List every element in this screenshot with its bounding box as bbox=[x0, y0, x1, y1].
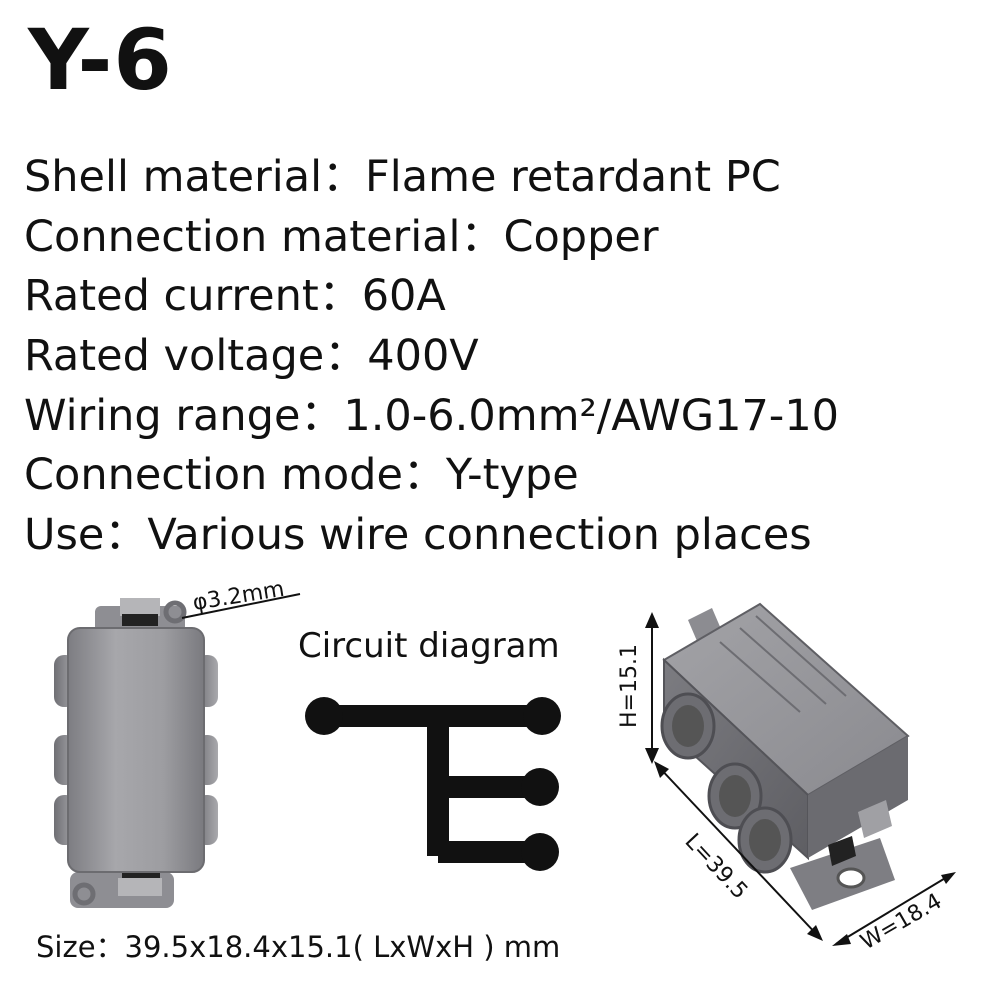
iso-embossed-text bbox=[739, 627, 827, 705]
arrow-head bbox=[654, 761, 669, 778]
hole-leader-line bbox=[181, 593, 301, 619]
spec-value: Various wire connection places bbox=[147, 510, 812, 561]
bottom-clip bbox=[118, 878, 162, 896]
connector-body bbox=[67, 627, 205, 873]
iso-mount-hole bbox=[836, 867, 866, 889]
terminal-dot bbox=[305, 697, 343, 735]
terminal-dot bbox=[521, 768, 559, 806]
mount-hole bbox=[72, 882, 96, 906]
spec-connection-mode: Connection mode：Y-type bbox=[24, 446, 839, 506]
arrow-head bbox=[832, 934, 851, 946]
arrow-head bbox=[807, 925, 823, 941]
spec-key: Shell material： bbox=[24, 152, 366, 202]
spec-value: Y-type bbox=[445, 450, 579, 501]
terminal-dot bbox=[523, 697, 561, 735]
spec-value: Flame retardant PC bbox=[365, 152, 781, 202]
arrow-head bbox=[941, 872, 956, 884]
size-label: Size：39.5x18.4x15.1( LxWxH ) mm bbox=[36, 930, 561, 964]
iso-port-hole bbox=[672, 705, 704, 747]
length-dimension-line bbox=[655, 763, 821, 939]
spec-value: 60A bbox=[361, 271, 446, 322]
spec-key: Wiring range： bbox=[24, 390, 344, 441]
arrow-head bbox=[645, 612, 659, 628]
spec-wiring-range: Wiring range：1.0-6.0mm²/AWG17-10 bbox=[24, 387, 839, 447]
model-title: Y-6 bbox=[28, 11, 173, 109]
iso-side-face bbox=[808, 736, 908, 858]
spec-use: Use：Various wire connection places bbox=[24, 506, 839, 566]
spec-rated-current: Rated current：60A bbox=[24, 267, 839, 327]
diagram-caption: Circuit diagram bbox=[298, 626, 560, 666]
spec-key: Rated current： bbox=[24, 271, 362, 322]
width-dimension-line bbox=[835, 873, 953, 945]
spec-list: Shell material：Flame retardant PC Connec… bbox=[24, 148, 839, 566]
arrow-head bbox=[645, 748, 659, 764]
top-clip bbox=[120, 598, 160, 616]
spec-rated-voltage: Rated voltage：400V bbox=[24, 327, 839, 387]
mount-hole bbox=[163, 600, 187, 624]
height-label: H=15.1 bbox=[617, 644, 642, 728]
iso-clip-slot bbox=[828, 836, 856, 866]
terminal-dot bbox=[521, 833, 559, 871]
spec-value: Copper bbox=[503, 211, 659, 262]
top-clip-slot bbox=[122, 614, 158, 626]
iso-port-hole bbox=[749, 819, 781, 861]
spec-key: Connection mode： bbox=[24, 450, 446, 501]
iso-embossed-text bbox=[755, 615, 847, 697]
spec-key: Use： bbox=[24, 510, 148, 561]
spec-value: 400V bbox=[367, 331, 479, 382]
spec-value: 1.0-6.0mm²/AWG17-10 bbox=[343, 390, 840, 441]
spec-shell-material: Shell material：Flame retardant PC bbox=[24, 148, 839, 208]
spec-key: Connection material： bbox=[24, 211, 504, 262]
iso-embossed-text bbox=[719, 641, 801, 713]
iso-clip bbox=[858, 800, 892, 838]
spec-key: Rated voltage： bbox=[24, 331, 368, 382]
iso-port-hole bbox=[719, 775, 751, 817]
spec-connection-material: Connection material：Copper bbox=[24, 208, 839, 268]
width-label: W=18.4 bbox=[857, 889, 947, 955]
